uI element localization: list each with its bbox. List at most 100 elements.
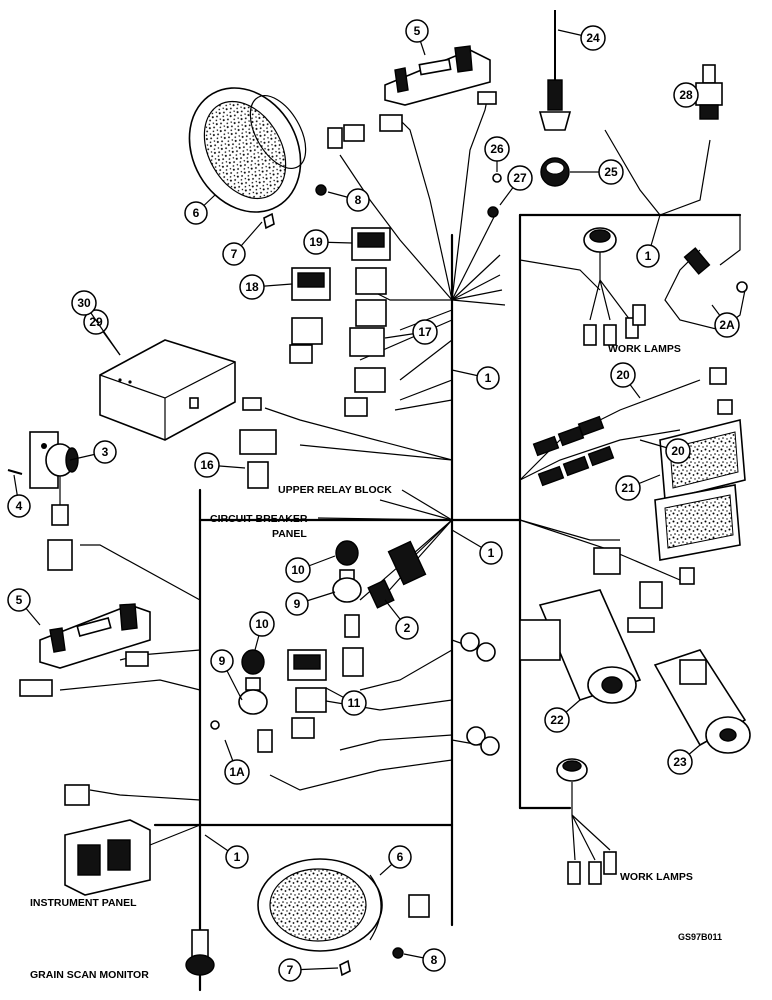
callout-number: 4 xyxy=(16,499,23,513)
callout-number: 9 xyxy=(294,597,301,611)
callout-c1c: 1 xyxy=(451,529,503,565)
callouts: 11111A22A3455667788991010111617181920202… xyxy=(7,19,740,982)
callout-circle xyxy=(476,366,500,390)
callout-circle xyxy=(484,136,510,162)
relays xyxy=(367,540,427,609)
callout-c1A: 1A xyxy=(224,739,250,785)
callout-circle xyxy=(71,290,97,316)
callout-circle xyxy=(7,588,31,612)
panel-label: PANEL xyxy=(272,528,307,540)
callout-circle xyxy=(580,25,606,51)
callout-circle xyxy=(93,440,117,464)
callout-c20b: 20 xyxy=(639,438,691,464)
callout-number: 10 xyxy=(255,617,269,631)
callout-number: 30 xyxy=(77,296,91,310)
callout-c26: 26 xyxy=(484,136,510,172)
callout-circle xyxy=(7,494,31,518)
callout-circle xyxy=(388,845,412,869)
left-connectors xyxy=(19,539,149,806)
dome-lamp-upper xyxy=(384,45,491,106)
callout-number: 23 xyxy=(673,755,687,769)
callout-circle xyxy=(714,312,740,338)
callout-number: 1 xyxy=(645,249,652,263)
callout-circle xyxy=(544,707,570,733)
callout-circle xyxy=(667,749,693,775)
callout-number: 1 xyxy=(488,546,495,560)
callout-circle xyxy=(405,19,429,43)
callout-number: 10 xyxy=(291,563,305,577)
callout-number: 2 xyxy=(404,621,411,635)
callout-c28: 28 xyxy=(673,82,699,108)
callout-circle xyxy=(665,438,691,464)
callout-c7b: 7 xyxy=(278,958,339,982)
callout-circle xyxy=(210,649,234,673)
callout-circle xyxy=(598,159,624,185)
callout-number: 8 xyxy=(355,193,362,207)
callout-circle xyxy=(184,201,208,225)
flood-lamps xyxy=(654,367,746,561)
callout-circle xyxy=(285,557,311,583)
callout-number: 3 xyxy=(102,445,109,459)
callout-c10a: 10 xyxy=(285,555,336,583)
work-lamps-lower-label: WORK LAMPS xyxy=(620,871,693,883)
callout-number: 26 xyxy=(490,142,504,156)
callout-circle xyxy=(225,845,249,869)
grain-scan-monitor-label: GRAIN SCAN MONITOR xyxy=(30,969,149,981)
callout-c1b: 1 xyxy=(636,214,661,268)
instrument-panel-block xyxy=(64,819,151,896)
callout-c1d: 1 xyxy=(204,834,249,869)
callout-circle xyxy=(395,616,419,640)
callout-number: 1 xyxy=(485,371,492,385)
callout-c27: 27 xyxy=(499,165,533,206)
callout-circle xyxy=(507,165,533,191)
callout-c2A: 2A xyxy=(711,304,740,338)
lower-switches xyxy=(287,647,364,739)
callout-circle xyxy=(278,958,302,982)
callout-c30: 30 xyxy=(71,290,121,356)
speaker-lower xyxy=(257,858,383,952)
wiper-motors xyxy=(519,589,751,754)
callout-number: 22 xyxy=(550,713,564,727)
callout-number: 6 xyxy=(193,206,200,220)
pressure-switch xyxy=(695,64,723,120)
callout-c17: 17 xyxy=(384,319,438,345)
callout-circle xyxy=(249,611,275,637)
callout-number: 19 xyxy=(309,235,323,249)
callout-c21: 21 xyxy=(615,474,661,501)
callout-c10b: 10 xyxy=(249,611,275,651)
callout-number: 18 xyxy=(245,280,259,294)
callout-circle xyxy=(673,82,699,108)
callout-c3: 3 xyxy=(69,440,117,464)
callout-circle xyxy=(222,242,246,266)
callout-circle xyxy=(194,452,220,478)
callout-number: 21 xyxy=(621,481,635,495)
callout-number: 7 xyxy=(287,963,294,977)
callout-number: 24 xyxy=(586,31,600,45)
instrument-panel-label: INSTRUMENT PANEL xyxy=(30,897,137,909)
callout-number: 25 xyxy=(604,165,618,179)
callout-c1a: 1 xyxy=(451,366,500,390)
work-lamp-socket-lower xyxy=(556,758,617,885)
callout-c24: 24 xyxy=(557,25,606,51)
speaker-upper xyxy=(188,87,307,213)
callout-c23: 23 xyxy=(667,744,701,775)
callout-circle xyxy=(341,690,367,716)
radio-box xyxy=(99,339,236,441)
callout-number: 1A xyxy=(229,765,245,779)
callout-circle xyxy=(636,244,660,268)
harness-sockets xyxy=(460,632,500,756)
callout-circle xyxy=(610,362,636,388)
callout-circle xyxy=(224,759,250,785)
upper-relay-block-label: UPPER RELAY BLOCK xyxy=(278,484,392,496)
callout-number: 20 xyxy=(616,368,630,382)
callout-c20a: 20 xyxy=(610,362,641,399)
callout-c4: 4 xyxy=(7,474,31,518)
callout-number: 27 xyxy=(513,171,527,185)
circuit-breaker-label: CIRCUIT BREAKER xyxy=(210,513,308,525)
callout-c8b: 8 xyxy=(403,948,446,972)
callout-c11: 11 xyxy=(325,687,367,716)
callout-circle xyxy=(303,229,329,255)
callout-c19: 19 xyxy=(303,229,353,255)
callout-number: 5 xyxy=(414,24,421,38)
